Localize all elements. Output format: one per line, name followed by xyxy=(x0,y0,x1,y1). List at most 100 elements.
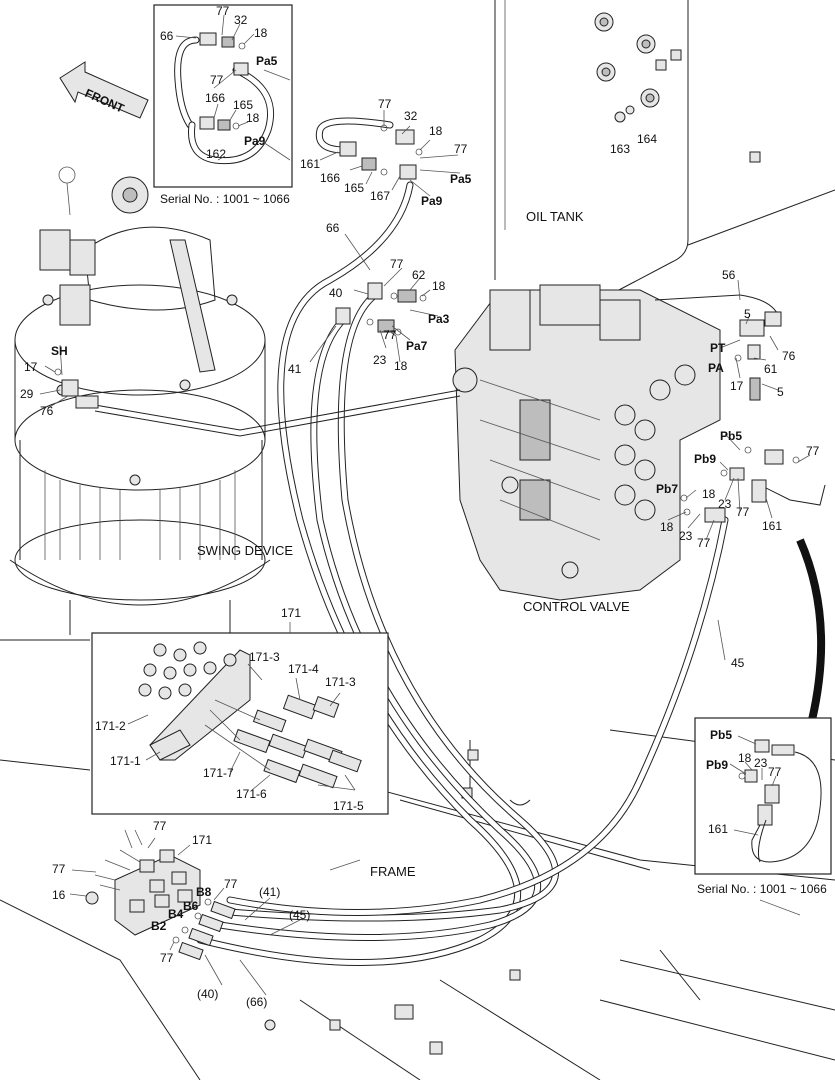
svg-text:77: 77 xyxy=(806,444,820,458)
svg-text:171-3: 171-3 xyxy=(325,675,356,689)
svg-text:PT: PT xyxy=(710,341,726,355)
front-arrow: FRONT xyxy=(59,61,149,119)
control-valve xyxy=(452,284,721,601)
bracket-parts xyxy=(138,641,362,789)
svg-text:77: 77 xyxy=(216,4,230,18)
svg-text:62: 62 xyxy=(412,268,426,282)
bottom-bracket xyxy=(85,829,236,961)
swing-device xyxy=(9,166,271,635)
svg-text:B4: B4 xyxy=(168,907,184,921)
oil-tank-label: OIL TANK xyxy=(526,209,584,224)
svg-text:18: 18 xyxy=(702,487,716,501)
svg-text:18: 18 xyxy=(246,111,260,125)
svg-text:66: 66 xyxy=(326,221,340,235)
svg-text:B6: B6 xyxy=(183,899,199,913)
svg-text:29: 29 xyxy=(20,387,34,401)
svg-text:5: 5 xyxy=(777,385,784,399)
svg-text:66: 66 xyxy=(160,29,174,43)
inset-right-parts xyxy=(738,739,822,863)
svg-text:171-5: 171-5 xyxy=(333,799,364,813)
svg-text:171-1: 171-1 xyxy=(110,754,141,768)
svg-text:77: 77 xyxy=(378,97,392,111)
svg-text:23: 23 xyxy=(718,497,732,511)
part-163: 163 xyxy=(610,142,630,156)
svg-text:18: 18 xyxy=(660,520,674,534)
svg-text:18: 18 xyxy=(738,751,752,765)
svg-text:77: 77 xyxy=(210,73,224,87)
inset-top-labels: 66 77 32 18 Pa5 77 166 165 18 Pa9 162 xyxy=(160,4,278,161)
svg-text:45: 45 xyxy=(731,656,745,670)
svg-text:166: 166 xyxy=(320,171,340,185)
svg-text:171: 171 xyxy=(192,833,212,847)
serial-right: Serial No. : 1001 ~ 1066 xyxy=(697,882,827,896)
svg-text:18: 18 xyxy=(429,124,443,138)
serial-top: Serial No. : 1001 ~ 1066 xyxy=(160,192,290,206)
svg-text:32: 32 xyxy=(234,13,248,27)
svg-text:23: 23 xyxy=(679,529,693,543)
svg-text:Pa3: Pa3 xyxy=(428,312,450,326)
svg-text:17: 17 xyxy=(24,360,38,374)
svg-text:77: 77 xyxy=(52,862,66,876)
svg-text:17: 17 xyxy=(730,379,744,393)
svg-text:161: 161 xyxy=(300,157,320,171)
svg-text:171-3: 171-3 xyxy=(249,650,280,664)
svg-text:B8: B8 xyxy=(196,885,212,899)
svg-text:77: 77 xyxy=(390,257,404,271)
svg-text:61: 61 xyxy=(764,362,778,376)
bracket-labels: 171-3 171-4 171-3 171-2 171-1 171-7 171-… xyxy=(95,650,364,813)
svg-text:161: 161 xyxy=(762,519,782,533)
svg-text:77: 77 xyxy=(768,765,782,779)
svg-text:(66): (66) xyxy=(246,995,267,1009)
svg-text:171-6: 171-6 xyxy=(236,787,267,801)
svg-text:171-2: 171-2 xyxy=(95,719,126,733)
svg-text:171-7: 171-7 xyxy=(203,766,234,780)
svg-text:Pb9: Pb9 xyxy=(706,758,728,772)
svg-text:16: 16 xyxy=(52,888,66,902)
svg-text:18: 18 xyxy=(432,279,446,293)
svg-text:77: 77 xyxy=(697,536,711,550)
svg-text:Pa5: Pa5 xyxy=(256,54,278,68)
svg-text:161: 161 xyxy=(708,822,728,836)
svg-text:(40): (40) xyxy=(197,987,218,1001)
oil-tank xyxy=(494,0,835,301)
svg-text:5: 5 xyxy=(744,307,751,321)
swing-device-label: SWING DEVICE xyxy=(197,543,293,558)
svg-text:41: 41 xyxy=(288,362,302,376)
svg-text:(45): (45) xyxy=(289,908,310,922)
svg-text:171-4: 171-4 xyxy=(288,662,319,676)
svg-text:Pb5: Pb5 xyxy=(710,728,732,742)
svg-text:76: 76 xyxy=(40,404,54,418)
svg-text:165: 165 xyxy=(344,181,364,195)
svg-text:166: 166 xyxy=(205,91,225,105)
svg-text:Pb7: Pb7 xyxy=(656,482,678,496)
bottom-labels: 77 171 77 16 B8 77 B6 B4 B2 77 (41) (45)… xyxy=(52,819,310,1009)
svg-text:Pa5: Pa5 xyxy=(450,172,472,186)
svg-text:77: 77 xyxy=(383,328,397,342)
frame-label: FRAME xyxy=(370,864,416,879)
svg-text:18: 18 xyxy=(254,26,268,40)
svg-text:Pa9: Pa9 xyxy=(421,194,443,208)
svg-text:PA: PA xyxy=(708,361,724,375)
svg-text:Pb9: Pb9 xyxy=(694,452,716,466)
svg-text:77: 77 xyxy=(224,877,238,891)
svg-text:76: 76 xyxy=(782,349,796,363)
svg-text:Pa9: Pa9 xyxy=(244,134,266,148)
svg-text:40: 40 xyxy=(329,286,343,300)
svg-text:32: 32 xyxy=(404,109,418,123)
part-164: 164 xyxy=(637,132,657,146)
svg-text:23: 23 xyxy=(754,756,768,770)
svg-text:SH: SH xyxy=(51,344,68,358)
svg-text:Pb5: Pb5 xyxy=(720,429,742,443)
svg-text:18: 18 xyxy=(394,359,408,373)
hoses xyxy=(94,117,826,966)
svg-text:167: 167 xyxy=(370,189,390,203)
svg-text:77: 77 xyxy=(736,505,750,519)
svg-text:165: 165 xyxy=(233,98,253,112)
svg-text:56: 56 xyxy=(722,268,736,282)
svg-text:B2: B2 xyxy=(151,919,167,933)
svg-text:162: 162 xyxy=(206,147,226,161)
svg-text:(41): (41) xyxy=(259,885,280,899)
bracket-label-171: 171 xyxy=(281,606,301,620)
